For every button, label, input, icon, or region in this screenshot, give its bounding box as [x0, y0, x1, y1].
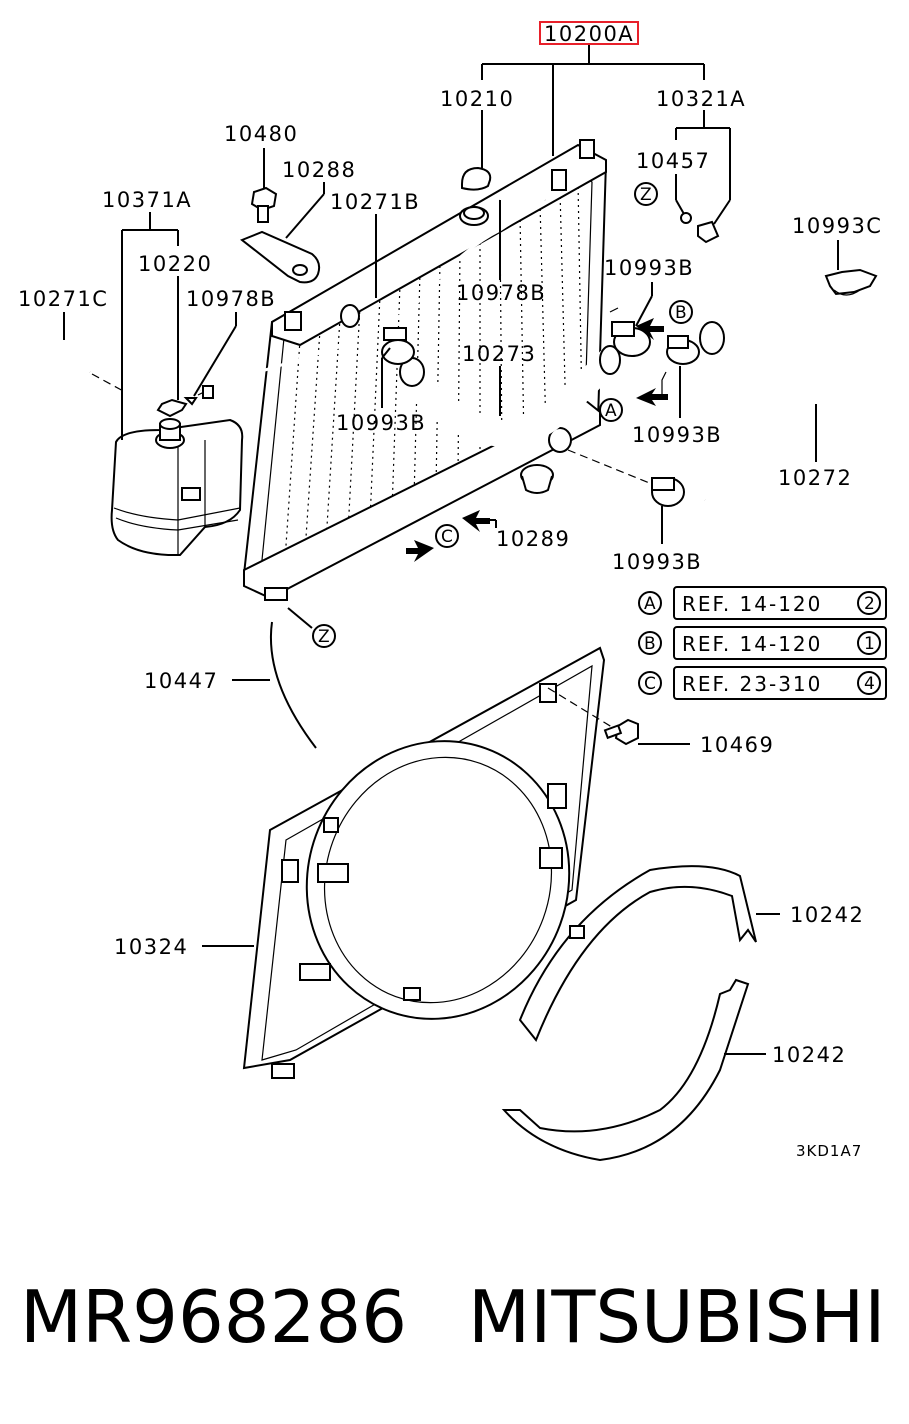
label-10271B: 10271B — [330, 190, 420, 214]
clamp-10993B-bottom — [651, 477, 685, 507]
radiator-cap — [461, 166, 492, 191]
drain-hose-10447 — [270, 621, 317, 749]
fan-shroud-10324 — [242, 646, 606, 1079]
brand-name: MITSUBISHI — [468, 1275, 886, 1359]
ref-row-B: B REF. 14-120 1 — [638, 626, 887, 660]
leader-lines — [63, 44, 839, 1055]
marker-Z-bottom: Z — [312, 624, 336, 648]
bolt-10480 — [250, 186, 278, 223]
exploded-parts-diagram: 10200A 10210 10321A 10457 10480 10288 10… — [18, 21, 887, 1162]
ref-row-A: A REF. 14-120 2 — [638, 586, 887, 620]
label-10447: 10447 — [144, 669, 218, 693]
grommet-10289 — [520, 464, 554, 494]
svg-text:A: A — [605, 401, 617, 421]
svg-text:2: 2 — [864, 594, 875, 614]
label-10210: 10210 — [440, 87, 514, 111]
label-10480: 10480 — [224, 122, 298, 146]
svg-text:A: A — [644, 594, 656, 614]
label-10273: 10273 — [462, 342, 536, 366]
label-10993C: 10993C — [792, 214, 882, 238]
clamp-10993B-left — [381, 327, 415, 365]
part-number: MR968286 — [20, 1275, 407, 1359]
label-10321A: 10321A — [656, 87, 746, 111]
label-10993B-bottom: 10993B — [612, 550, 702, 574]
footer: MR968286 MITSUBISHI — [0, 1262, 909, 1372]
shroud-segment-10242-upper — [518, 865, 757, 1042]
label-10220: 10220 — [138, 252, 212, 276]
svg-text:C: C — [441, 527, 453, 547]
label-10993B-right: 10993B — [632, 423, 722, 447]
marker-A: A — [599, 398, 623, 422]
shroud-segment-10242-lower — [501, 978, 750, 1162]
diagram-code: 3KD1A7 — [796, 1142, 862, 1160]
label-10272: 10272 — [778, 466, 852, 490]
svg-text:1: 1 — [864, 634, 875, 654]
highlight-box — [539, 21, 639, 45]
label-10978B-right: 10978B — [456, 281, 546, 305]
clamp-10993C — [824, 268, 878, 296]
label-10469: 10469 — [700, 733, 774, 757]
clamp-10993B-upper — [611, 321, 651, 357]
ref-text-A: REF. 14-120 — [682, 592, 822, 616]
clip-10457 — [680, 212, 720, 244]
ref-row-C: C REF. 23-310 4 — [638, 666, 887, 700]
svg-text:B: B — [675, 303, 687, 323]
ref-text-C: REF. 23-310 — [682, 672, 822, 696]
label-10371A: 10371A — [102, 188, 192, 212]
svg-text:C: C — [644, 674, 656, 694]
bolt-10469 — [603, 718, 639, 746]
reservoir-tank — [110, 398, 244, 557]
ref-text-B: REF. 14-120 — [682, 632, 822, 656]
marker-C: C — [435, 524, 459, 548]
label-10271C: 10271C — [18, 287, 108, 311]
label-10288: 10288 — [282, 158, 356, 182]
label-10242-upper: 10242 — [790, 903, 864, 927]
marker-B: B — [669, 300, 693, 324]
label-10289: 10289 — [496, 527, 570, 551]
label-10457: 10457 — [636, 149, 710, 173]
label-10200A: 10200A — [544, 22, 634, 46]
label-10993B-left: 10993B — [336, 411, 426, 435]
svg-text:Z: Z — [318, 627, 330, 647]
label-10324: 10324 — [114, 935, 188, 959]
label-10993B-top: 10993B — [604, 256, 694, 280]
svg-text:Z: Z — [640, 185, 652, 205]
clamp-10993B-lower — [666, 335, 700, 365]
label-10978B-left: 10978B — [186, 287, 276, 311]
bracket-10288 — [240, 230, 321, 284]
svg-text:B: B — [644, 634, 656, 654]
label-10242-lower: 10242 — [772, 1043, 846, 1067]
svg-text:4: 4 — [864, 674, 875, 694]
marker-Z-top: Z — [634, 182, 658, 206]
